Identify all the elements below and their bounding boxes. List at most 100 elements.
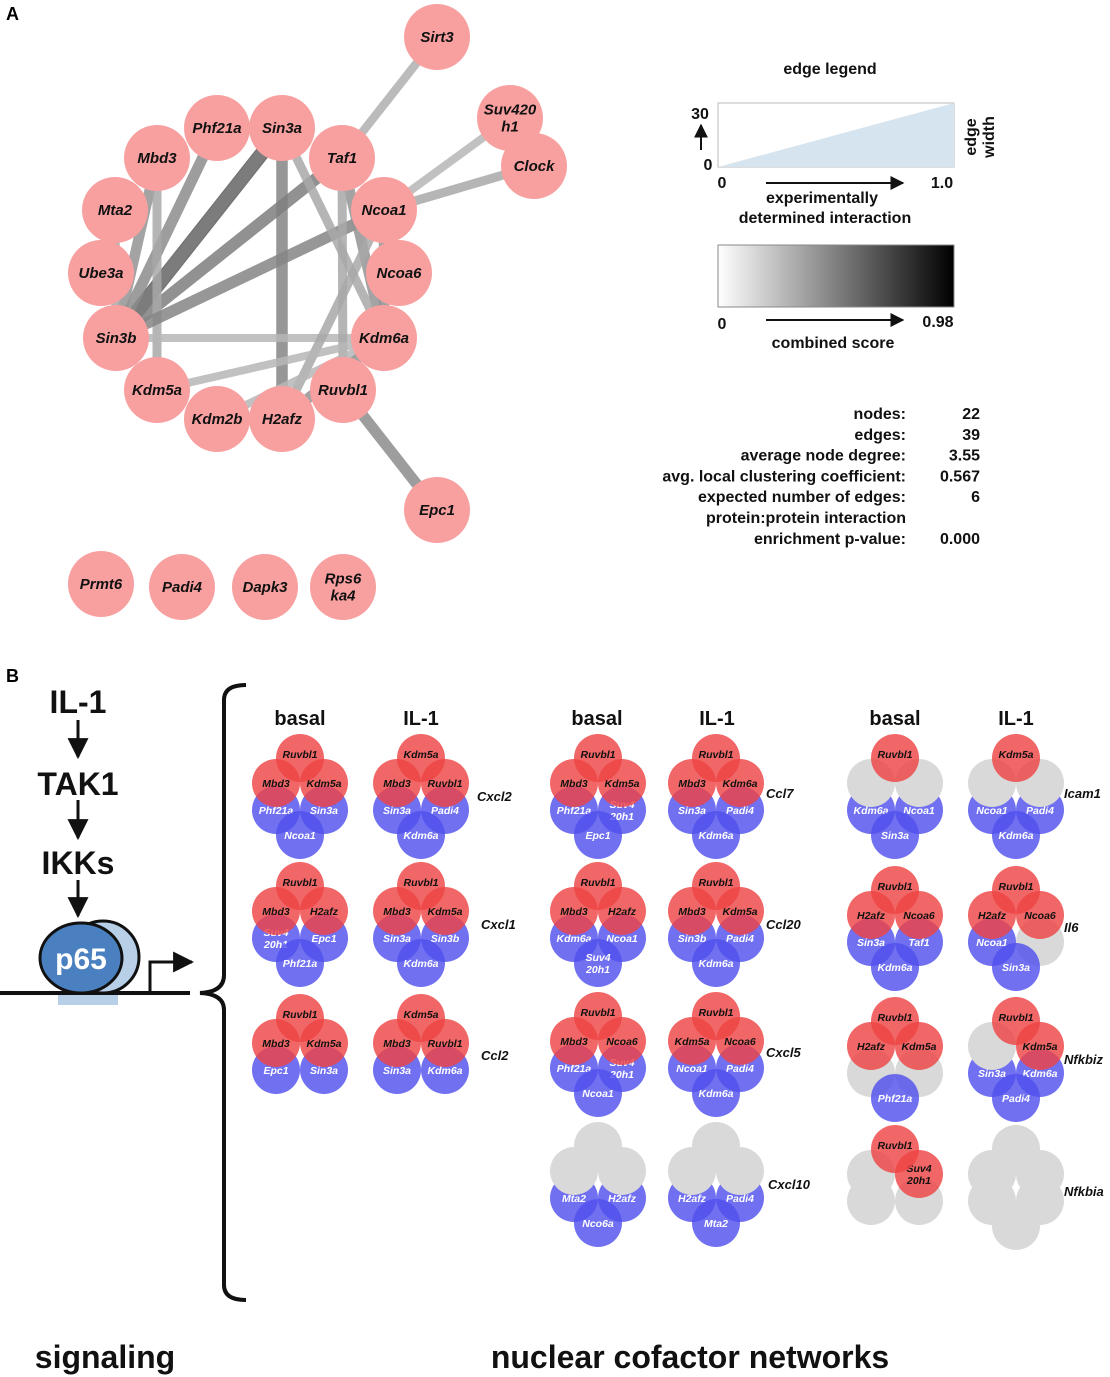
stat-label: average node degree: — [741, 448, 906, 465]
node-dapk3: Dapk3 — [232, 554, 298, 620]
cofactor-label: Ncoa6 — [1024, 910, 1056, 922]
cofactor-label: Ruvbl1 — [427, 1038, 462, 1050]
node-circle — [184, 95, 250, 161]
cofactor-label: Kdm5a — [403, 1009, 438, 1021]
cofactor-label: Sin3a — [383, 1065, 411, 1077]
cofactor-label: Ruvbl1 — [877, 881, 912, 893]
edge-legend: edge legend 30 0 edge width 0 1.0 experi… — [691, 61, 998, 352]
node-circle — [404, 477, 470, 543]
edge-width-min: 0 — [704, 157, 713, 174]
bracket — [199, 683, 247, 1302]
cofactor-label: Ruvbl1 — [877, 749, 912, 761]
cofactor-label: Ruvbl1 — [698, 749, 733, 761]
cofactor-circle — [871, 1074, 919, 1122]
cofactor-circle — [871, 1125, 919, 1173]
network-edge — [277, 126, 389, 340]
cofactor-label: Padi4 — [1026, 805, 1054, 817]
cofactor-label: Kdm6a — [427, 1065, 462, 1077]
cofactor-label: Ncoa1 — [976, 937, 1008, 949]
cofactor-label: Kdm6a — [403, 958, 438, 970]
node-ncoa1: Ncoa1 — [351, 177, 417, 243]
node-circle — [184, 386, 250, 452]
cofactor-circle — [692, 1122, 740, 1170]
network-edge — [277, 208, 389, 421]
stat-value: 3.55 — [949, 448, 980, 465]
cofactor-label: Mbd3 — [383, 778, 411, 790]
cofactor-circle — [692, 992, 740, 1040]
cofactor-circle — [574, 1122, 622, 1170]
cluster-cxcl1: Suv420h1Epc1Phf21aMbd3H2afzRuvbl1Sin3aSi… — [252, 862, 516, 987]
experimental-label-1: experimentally — [766, 190, 878, 207]
node-circle — [310, 357, 376, 423]
cofactor-label: Ncoa6 — [724, 1036, 756, 1048]
cofactor-label: Ruvbl1 — [877, 1012, 912, 1024]
cofactor-label: H2afz — [678, 1193, 707, 1205]
cofactor-label: Ncoa1 — [676, 1063, 708, 1075]
cofactor-circle — [574, 734, 622, 782]
node-circle — [232, 554, 298, 620]
cofactor-label: Ncoa1 — [606, 933, 638, 945]
node-circle — [124, 125, 190, 191]
combined-score-label: combined score — [772, 335, 895, 352]
stat-label: nodes: — [854, 406, 906, 423]
cofactor-circle — [276, 734, 324, 782]
cluster-cxcl5: Phf21aSuv420h1Ncoa1Mbd3Ncoa6Ruvbl1Ncoa1P… — [550, 992, 801, 1117]
stat-label: enrichment p-value: — [754, 531, 906, 548]
cofactor-label: Kdm6a — [698, 958, 733, 970]
gene-label: Nfkbiz — [1064, 1052, 1104, 1067]
cofactor-label: Padi4 — [726, 1063, 754, 1075]
edge-width-label-1: edge — [963, 118, 980, 155]
cofactor-label: Mbd3 — [262, 778, 290, 790]
gene-label: Ccl2 — [481, 1048, 509, 1063]
node-epc1: Epc1 — [404, 477, 470, 543]
cofactor-label: Sin3a — [881, 830, 909, 842]
footer-signaling: signaling — [35, 1339, 175, 1375]
node-taf1: Taf1 — [309, 125, 375, 191]
node-label: Padi4 — [162, 579, 203, 596]
cofactor-label: Ruvbl1 — [403, 877, 438, 889]
stat-value: 0.000 — [940, 531, 980, 548]
combined-score-max: 0.98 — [922, 314, 953, 331]
cofactor-label: Sin3a — [310, 805, 338, 817]
node-prmt6: Prmt6 — [68, 551, 134, 617]
node-label: Ruvbl1 — [318, 382, 368, 399]
node-label: Sin3a — [262, 120, 302, 137]
cofactor-label: Padi4 — [726, 805, 754, 817]
node-circle — [82, 177, 148, 243]
cofactor-label: H2afz — [978, 910, 1007, 922]
cofactor-label: Phf21a — [283, 958, 318, 970]
experimental-max: 1.0 — [931, 175, 953, 192]
cofactor-label: Kdm6a — [403, 830, 438, 842]
stat-value: 0.567 — [940, 468, 980, 485]
signal-il1: IL-1 — [50, 684, 107, 720]
cofactor-label: Ncoa1 — [582, 1088, 614, 1100]
gene-label: Cxcl10 — [768, 1177, 811, 1192]
cofactor-circle — [397, 994, 445, 1042]
cofactor-label: Padi4 — [726, 1193, 754, 1205]
column-header: basal — [869, 708, 920, 730]
cofactor-label: Kdm5a — [901, 1041, 936, 1053]
cofactor-label: Ncoa6 — [606, 1036, 638, 1048]
cofactor-label: Sin3b — [431, 933, 460, 945]
cofactor-label: Padi4 — [1002, 1093, 1030, 1105]
p65-binding-site — [58, 993, 118, 1005]
stat-value: 39 — [962, 427, 980, 444]
cofactor-circle — [574, 811, 622, 859]
cofactor-label: Sin3a — [310, 1065, 338, 1077]
cluster-ccl7: Phf21aSuv420h1Epc1Mbd3Kdm5aRuvbl1Sin3aPa… — [550, 734, 794, 859]
panel-a-label: A — [6, 4, 19, 24]
combined-score-gradient — [717, 244, 955, 308]
cofactor-circle — [692, 1069, 740, 1117]
cofactor-label: Kdm6a — [998, 830, 1033, 842]
node-kdm6a: Kdm6a — [351, 305, 417, 371]
cofactor-label: Ruvbl1 — [427, 778, 462, 790]
cofactor-label: Kdm6a — [1022, 1068, 1057, 1080]
node-label: H2afz — [262, 411, 303, 428]
stat-label: protein:protein interaction — [706, 510, 906, 527]
